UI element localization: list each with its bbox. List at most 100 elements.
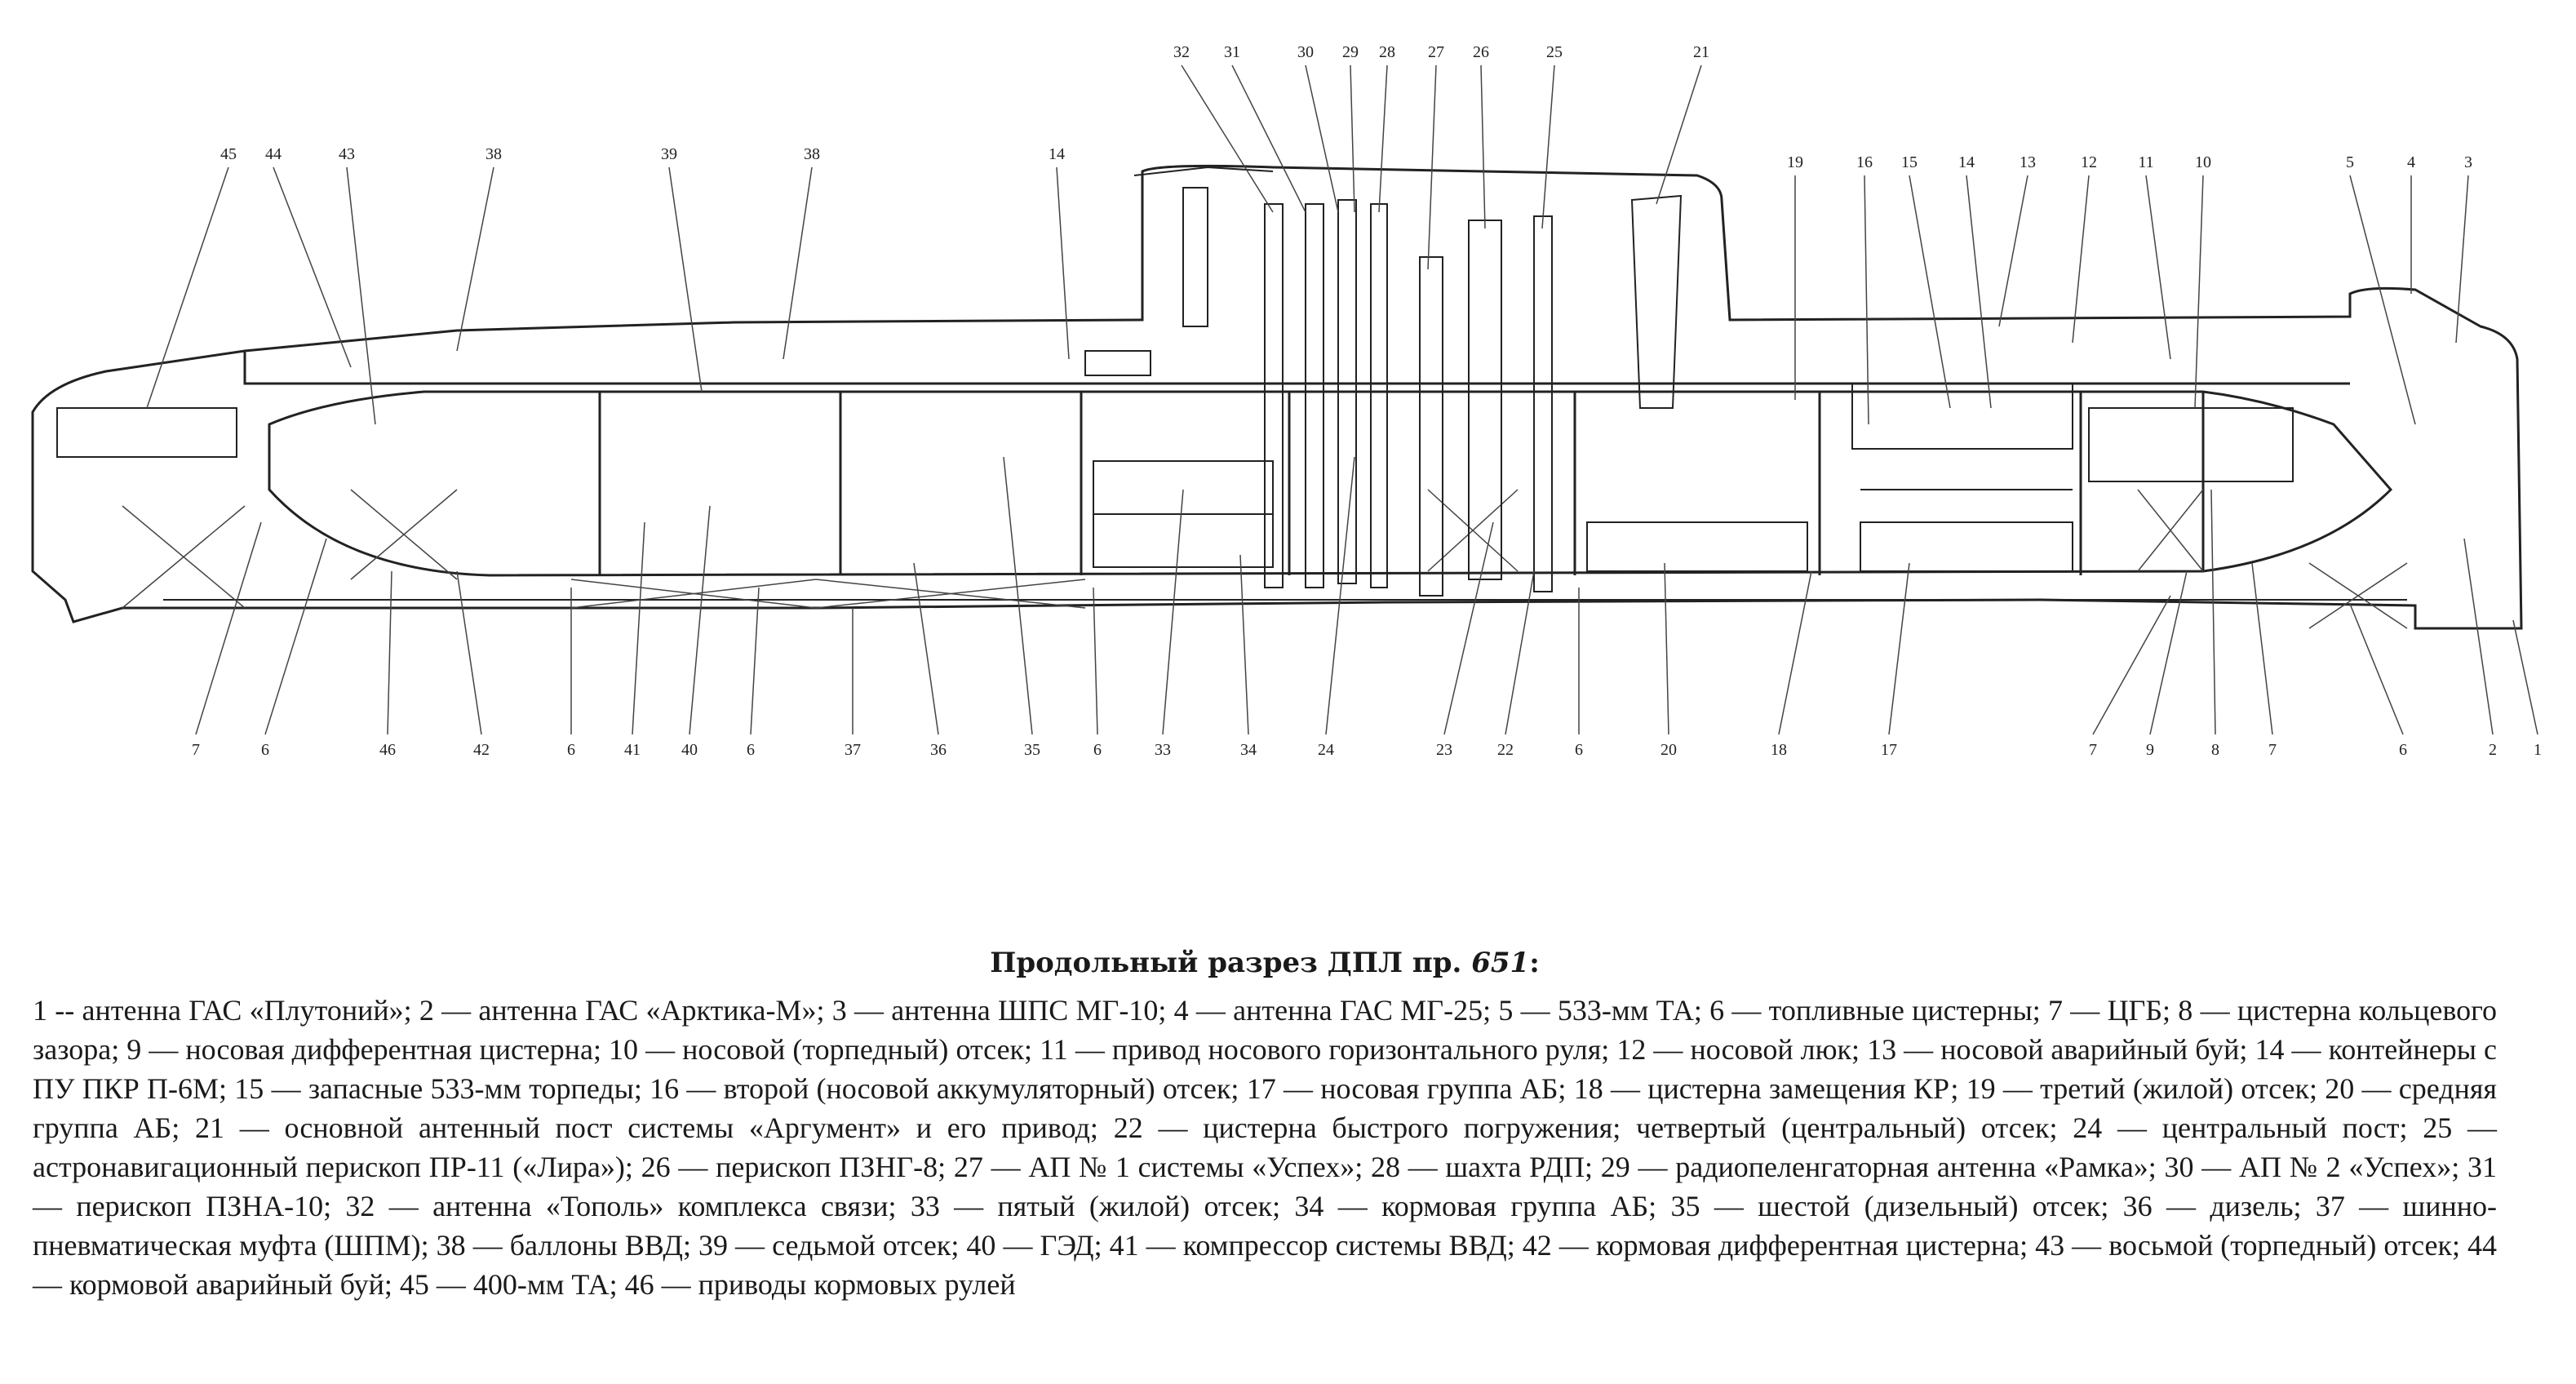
hull-outline	[33, 166, 2521, 628]
bottom-callout-line-2	[2464, 539, 2493, 734]
battery-groups	[1093, 461, 2073, 571]
top-callout-line-26	[1481, 65, 1485, 228]
caption-title: Продольный разрез ДПЛ пр. 651:	[33, 947, 2497, 979]
compartment-bulkheads	[600, 392, 2203, 575]
bottom-callout-line-1	[2513, 620, 2538, 734]
top-callout-4: 4	[2407, 153, 2415, 171]
caption-title-text: Продольный разрез ДПЛ пр.	[990, 947, 1462, 979]
top-callout-26: 26	[1473, 43, 1489, 61]
bottom-callout-line-9	[2150, 571, 2187, 734]
top-callout-3: 3	[2464, 153, 2472, 171]
top-callout-line-39	[669, 167, 702, 392]
top-callout-28: 28	[1379, 43, 1395, 61]
top-callout-10: 10	[2195, 153, 2211, 171]
top-callout-32: 32	[1173, 43, 1190, 61]
top-callout-line-25	[1542, 65, 1554, 228]
bottom-callout-7: 7	[192, 741, 200, 759]
bottom-callout-line-7	[2093, 596, 2170, 734]
bottom-callout-line-6	[265, 539, 326, 734]
bottom-callout-34: 34	[1240, 741, 1257, 759]
caption-title-number: 651	[1471, 947, 1530, 979]
callout-leader-lines	[147, 65, 2538, 734]
top-callout-line-45	[147, 167, 228, 408]
caption-legend-text: 1 -- антенна ГАС «Плутоний»; 2 — антенна…	[33, 994, 2497, 1301]
bottom-callout-41: 41	[624, 741, 641, 759]
bottom-callout-line-7	[196, 522, 261, 734]
top-callout-line-38	[783, 167, 812, 359]
bottom-callout-7: 7	[2089, 741, 2097, 759]
bottom-callout-6: 6	[2399, 741, 2407, 759]
top-callout-11: 11	[2138, 153, 2153, 171]
top-callout-line-12	[2073, 175, 2089, 343]
top-callout-38: 38	[485, 145, 502, 163]
bottom-callout-42: 42	[473, 741, 490, 759]
top-callout-line-32	[1182, 65, 1273, 212]
bottom-callout-17: 17	[1881, 741, 1897, 759]
top-callout-14: 14	[1958, 153, 1975, 171]
bottom-callout-37: 37	[845, 741, 861, 759]
bottom-callout-line-24	[1326, 457, 1355, 734]
top-callout-line-21	[1656, 65, 1701, 204]
top-callout-16: 16	[1856, 153, 1873, 171]
bottom-callout-line-20	[1665, 563, 1669, 734]
top-callout-line-38	[457, 167, 494, 351]
bottom-callout-line-35	[1004, 457, 1032, 734]
bottom-callout-35: 35	[1024, 741, 1040, 759]
top-callout-line-15	[1909, 175, 1950, 408]
bottom-callout-24: 24	[1318, 741, 1334, 759]
bottom-callout-line-46	[388, 571, 392, 734]
top-callout-line-10	[2195, 175, 2203, 408]
top-callout-21: 21	[1693, 43, 1709, 61]
bottom-callout-6: 6	[1093, 741, 1102, 759]
top-callout-19: 19	[1787, 153, 1803, 171]
top-callout-43: 43	[339, 145, 355, 163]
top-callout-38: 38	[804, 145, 820, 163]
top-callout-line-14	[1057, 167, 1069, 359]
bottom-callout-2: 2	[2489, 741, 2497, 759]
bottom-callout-6: 6	[567, 741, 575, 759]
bottom-callout-line-18	[1779, 571, 1811, 734]
top-callout-line-3	[2456, 175, 2468, 343]
top-callout-15: 15	[1901, 153, 1918, 171]
bottom-callout-line-34	[1240, 555, 1248, 734]
bottom-callout-7: 7	[2268, 741, 2277, 759]
top-callout-line-29	[1350, 65, 1355, 212]
top-callout-29: 29	[1342, 43, 1359, 61]
top-callout-line-16	[1864, 175, 1869, 424]
bottom-callout-line-8	[2211, 490, 2215, 734]
bottom-callout-23: 23	[1436, 741, 1452, 759]
bottom-callout-line-6	[751, 588, 759, 734]
top-callout-5: 5	[2346, 153, 2354, 171]
bottom-callout-line-6	[2350, 604, 2403, 734]
bottom-callout-line-41	[632, 522, 645, 734]
bottom-callout-20: 20	[1660, 741, 1677, 759]
top-callout-line-44	[273, 167, 351, 367]
bottom-callout-6: 6	[261, 741, 269, 759]
top-callout-25: 25	[1546, 43, 1563, 61]
top-callout-line-43	[347, 167, 375, 424]
top-callout-line-5	[2350, 175, 2415, 424]
bottom-callout-line-7	[2252, 563, 2272, 734]
bottom-callout-46: 46	[379, 741, 396, 759]
caption: Продольный разрез ДПЛ пр. 651: 1 -- анте…	[33, 947, 2497, 1304]
caption-title-suffix: :	[1529, 947, 1540, 979]
bottom-callout-33: 33	[1155, 741, 1171, 759]
top-callout-line-30	[1306, 65, 1338, 212]
top-callout-13: 13	[2020, 153, 2036, 171]
top-callout-30: 30	[1297, 43, 1314, 61]
bottom-callout-6: 6	[747, 741, 755, 759]
bottom-callout-8: 8	[2211, 741, 2219, 759]
top-callout-12: 12	[2081, 153, 2097, 171]
bottom-callout-line-23	[1444, 522, 1493, 734]
bottom-callout-36: 36	[930, 741, 947, 759]
top-callout-45: 45	[220, 145, 237, 163]
top-callout-line-11	[2146, 175, 2170, 359]
top-callout-14: 14	[1049, 145, 1065, 163]
bottom-callout-line-36	[914, 563, 938, 734]
bottom-callout-40: 40	[681, 741, 698, 759]
top-callout-line-28	[1379, 65, 1387, 212]
bottom-callout-9: 9	[2146, 741, 2154, 759]
top-callout-27: 27	[1428, 43, 1444, 61]
